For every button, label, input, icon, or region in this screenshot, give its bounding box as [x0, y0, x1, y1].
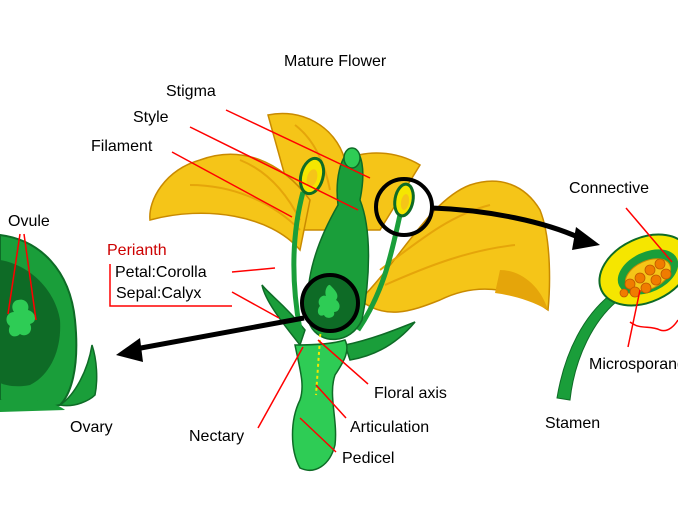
label-floral-axis: Floral axis	[374, 385, 447, 402]
stamen-filament	[556, 294, 617, 401]
ovary-sepal	[0, 398, 65, 412]
label-stigma: Stigma	[166, 83, 216, 100]
ovary-stalk	[58, 344, 98, 407]
label-pedicel: Pedicel	[342, 450, 394, 467]
label-stamen: Stamen	[545, 415, 600, 432]
label-corolla: Petal:Corolla	[115, 264, 207, 281]
labels: Mature Flower Stigma Style Filament Peri…	[8, 53, 678, 467]
label-perianth: Perianth	[107, 242, 167, 259]
leader-ovule-2	[23, 233, 37, 321]
receptacle	[291, 339, 348, 471]
pollen-grains	[619, 258, 672, 298]
leader-stigma	[225, 109, 371, 179]
perianth-bracket	[109, 264, 232, 307]
label-microsporangium: Microsporangium	[589, 356, 678, 373]
arrow-to-stamen	[431, 205, 582, 241]
anther-focus-circle	[374, 177, 434, 237]
ovary-detail	[0, 233, 98, 412]
arrow-to-stamen-head	[572, 227, 600, 250]
anther-right-inner	[400, 194, 410, 210]
arrow-to-ovary	[129, 315, 305, 353]
label-nectary: Nectary	[189, 428, 244, 445]
title-mature-flower: Mature Flower	[284, 53, 387, 70]
sepal-right	[344, 321, 416, 361]
filament-left	[291, 191, 306, 331]
leader-ovule-1	[7, 233, 21, 315]
ovule-cluster	[317, 284, 340, 318]
arrows	[116, 205, 600, 362]
label-style: Style	[133, 109, 169, 126]
leader-corolla	[231, 267, 276, 273]
arrow-to-ovary-head	[116, 338, 143, 362]
leader-pedicel	[299, 417, 337, 453]
filament-right	[355, 214, 403, 332]
label-connective: Connective	[569, 180, 649, 197]
label-ovule: Ovule	[8, 213, 50, 230]
anther-left-inner	[306, 169, 318, 187]
leader-calyx	[231, 291, 280, 319]
stigma-tip	[343, 147, 361, 169]
ovary-ovules	[6, 299, 36, 337]
leader-lines	[7, 109, 673, 453]
main-flower	[149, 112, 551, 471]
stamen-detail	[556, 233, 678, 401]
leader-articulation	[315, 384, 347, 419]
label-calyx: Sepal:Calyx	[116, 285, 201, 302]
leader-connective	[625, 207, 673, 263]
leader-microsporangium	[627, 289, 641, 348]
leader-floral-axis	[317, 339, 369, 385]
microsporangium-brace	[629, 319, 678, 332]
petal-right-shadow	[495, 270, 548, 310]
leader-filament	[171, 151, 293, 218]
leader-nectary	[257, 346, 304, 429]
leader-style	[189, 126, 359, 211]
label-ovary: Ovary	[70, 419, 113, 436]
label-filament: Filament	[91, 138, 153, 155]
label-articulation: Articulation	[350, 419, 429, 436]
